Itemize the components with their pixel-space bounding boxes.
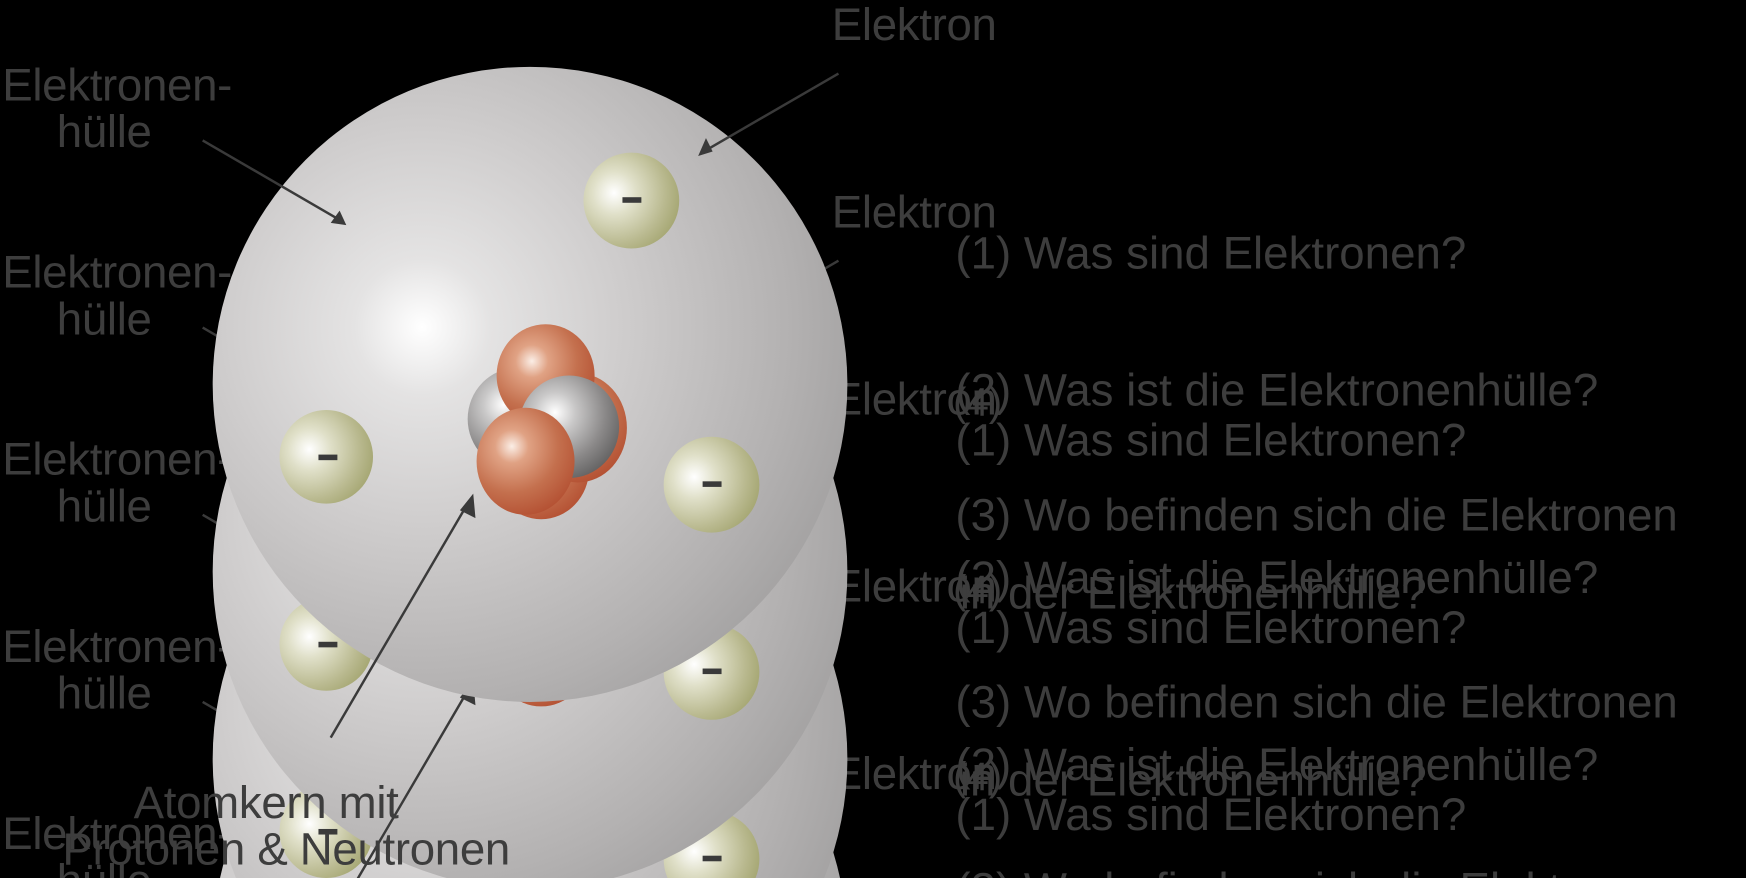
question-2: (2) Was ist die Elektronenhülle? [955, 551, 1599, 603]
electron-label: Elektron [831, 747, 997, 799]
question-3-line2: in der Elektronenhülle? [959, 754, 1427, 806]
question-2: (2) Was ist die Elektronenhülle? [955, 364, 1599, 416]
question-4-fragment: (4) [953, 566, 1003, 612]
minus-sign-icon [702, 855, 722, 862]
shell-label-line2: hülle [57, 857, 152, 878]
shell-label-line1: Elektronen- [2, 433, 233, 485]
nucleus-arrow [329, 502, 469, 739]
electron-top [583, 152, 680, 249]
electron-right [663, 436, 760, 533]
question-1: (1) Was sind Elektronen? [955, 788, 1467, 841]
question-1: (1) Was sind Elektronen? [955, 227, 1467, 279]
question-1: (1) Was sind Elektronen? [955, 414, 1467, 466]
nucleus-label-line1: Atomkern mit [133, 776, 399, 828]
electron-label: Elektron [831, 373, 997, 425]
question-3-line1: (3) Wo befinden sich die Elektronen [955, 676, 1678, 728]
electron-arrow [703, 72, 840, 153]
minus-sign-icon [622, 197, 642, 203]
shell-label-line2: hülle [56, 480, 152, 532]
electron-label: Elektron [831, 0, 997, 51]
minus-sign-icon [318, 641, 338, 648]
question-2: (2) Was ist die Elektronenhülle? [955, 738, 1599, 790]
electron-left [279, 410, 374, 504]
shell-label-line2: hülle [56, 293, 152, 345]
minus-sign-icon [318, 828, 338, 835]
minus-sign-icon [318, 454, 338, 461]
question-3-line1: (3) Wo befinden sich die Elektronen [955, 489, 1678, 541]
shell-label-line2: hülle [56, 105, 152, 158]
question-3-line1: (3) Wo befinden sich die Elektronen [955, 866, 1677, 878]
electron-label: Elektron [831, 186, 997, 238]
shell-label-line1: Elektronen- [2, 620, 233, 672]
question-4-fragment: (4) [953, 753, 1003, 799]
nucleus-arrow [356, 690, 469, 878]
shell-arrow [202, 139, 342, 222]
nucleus-label-line2: Protonen & Neutronen [62, 823, 510, 875]
proton [476, 407, 575, 515]
minus-sign-icon [702, 481, 722, 487]
question-1: (1) Was sind Elektronen? [955, 601, 1467, 653]
shell-label-line1: Elektronen- [2, 807, 233, 860]
shell-label-line2: hülle [56, 667, 152, 719]
minus-sign-icon [702, 668, 722, 675]
shell-label-line1: Elektronen- [2, 246, 233, 298]
electron-label: Elektron [831, 560, 997, 612]
question-3-line2: in der Elektronenhülle? [959, 567, 1427, 619]
question-4-fragment: (4) [953, 378, 1003, 425]
shell-label-line1: Elektronen- [2, 59, 233, 111]
